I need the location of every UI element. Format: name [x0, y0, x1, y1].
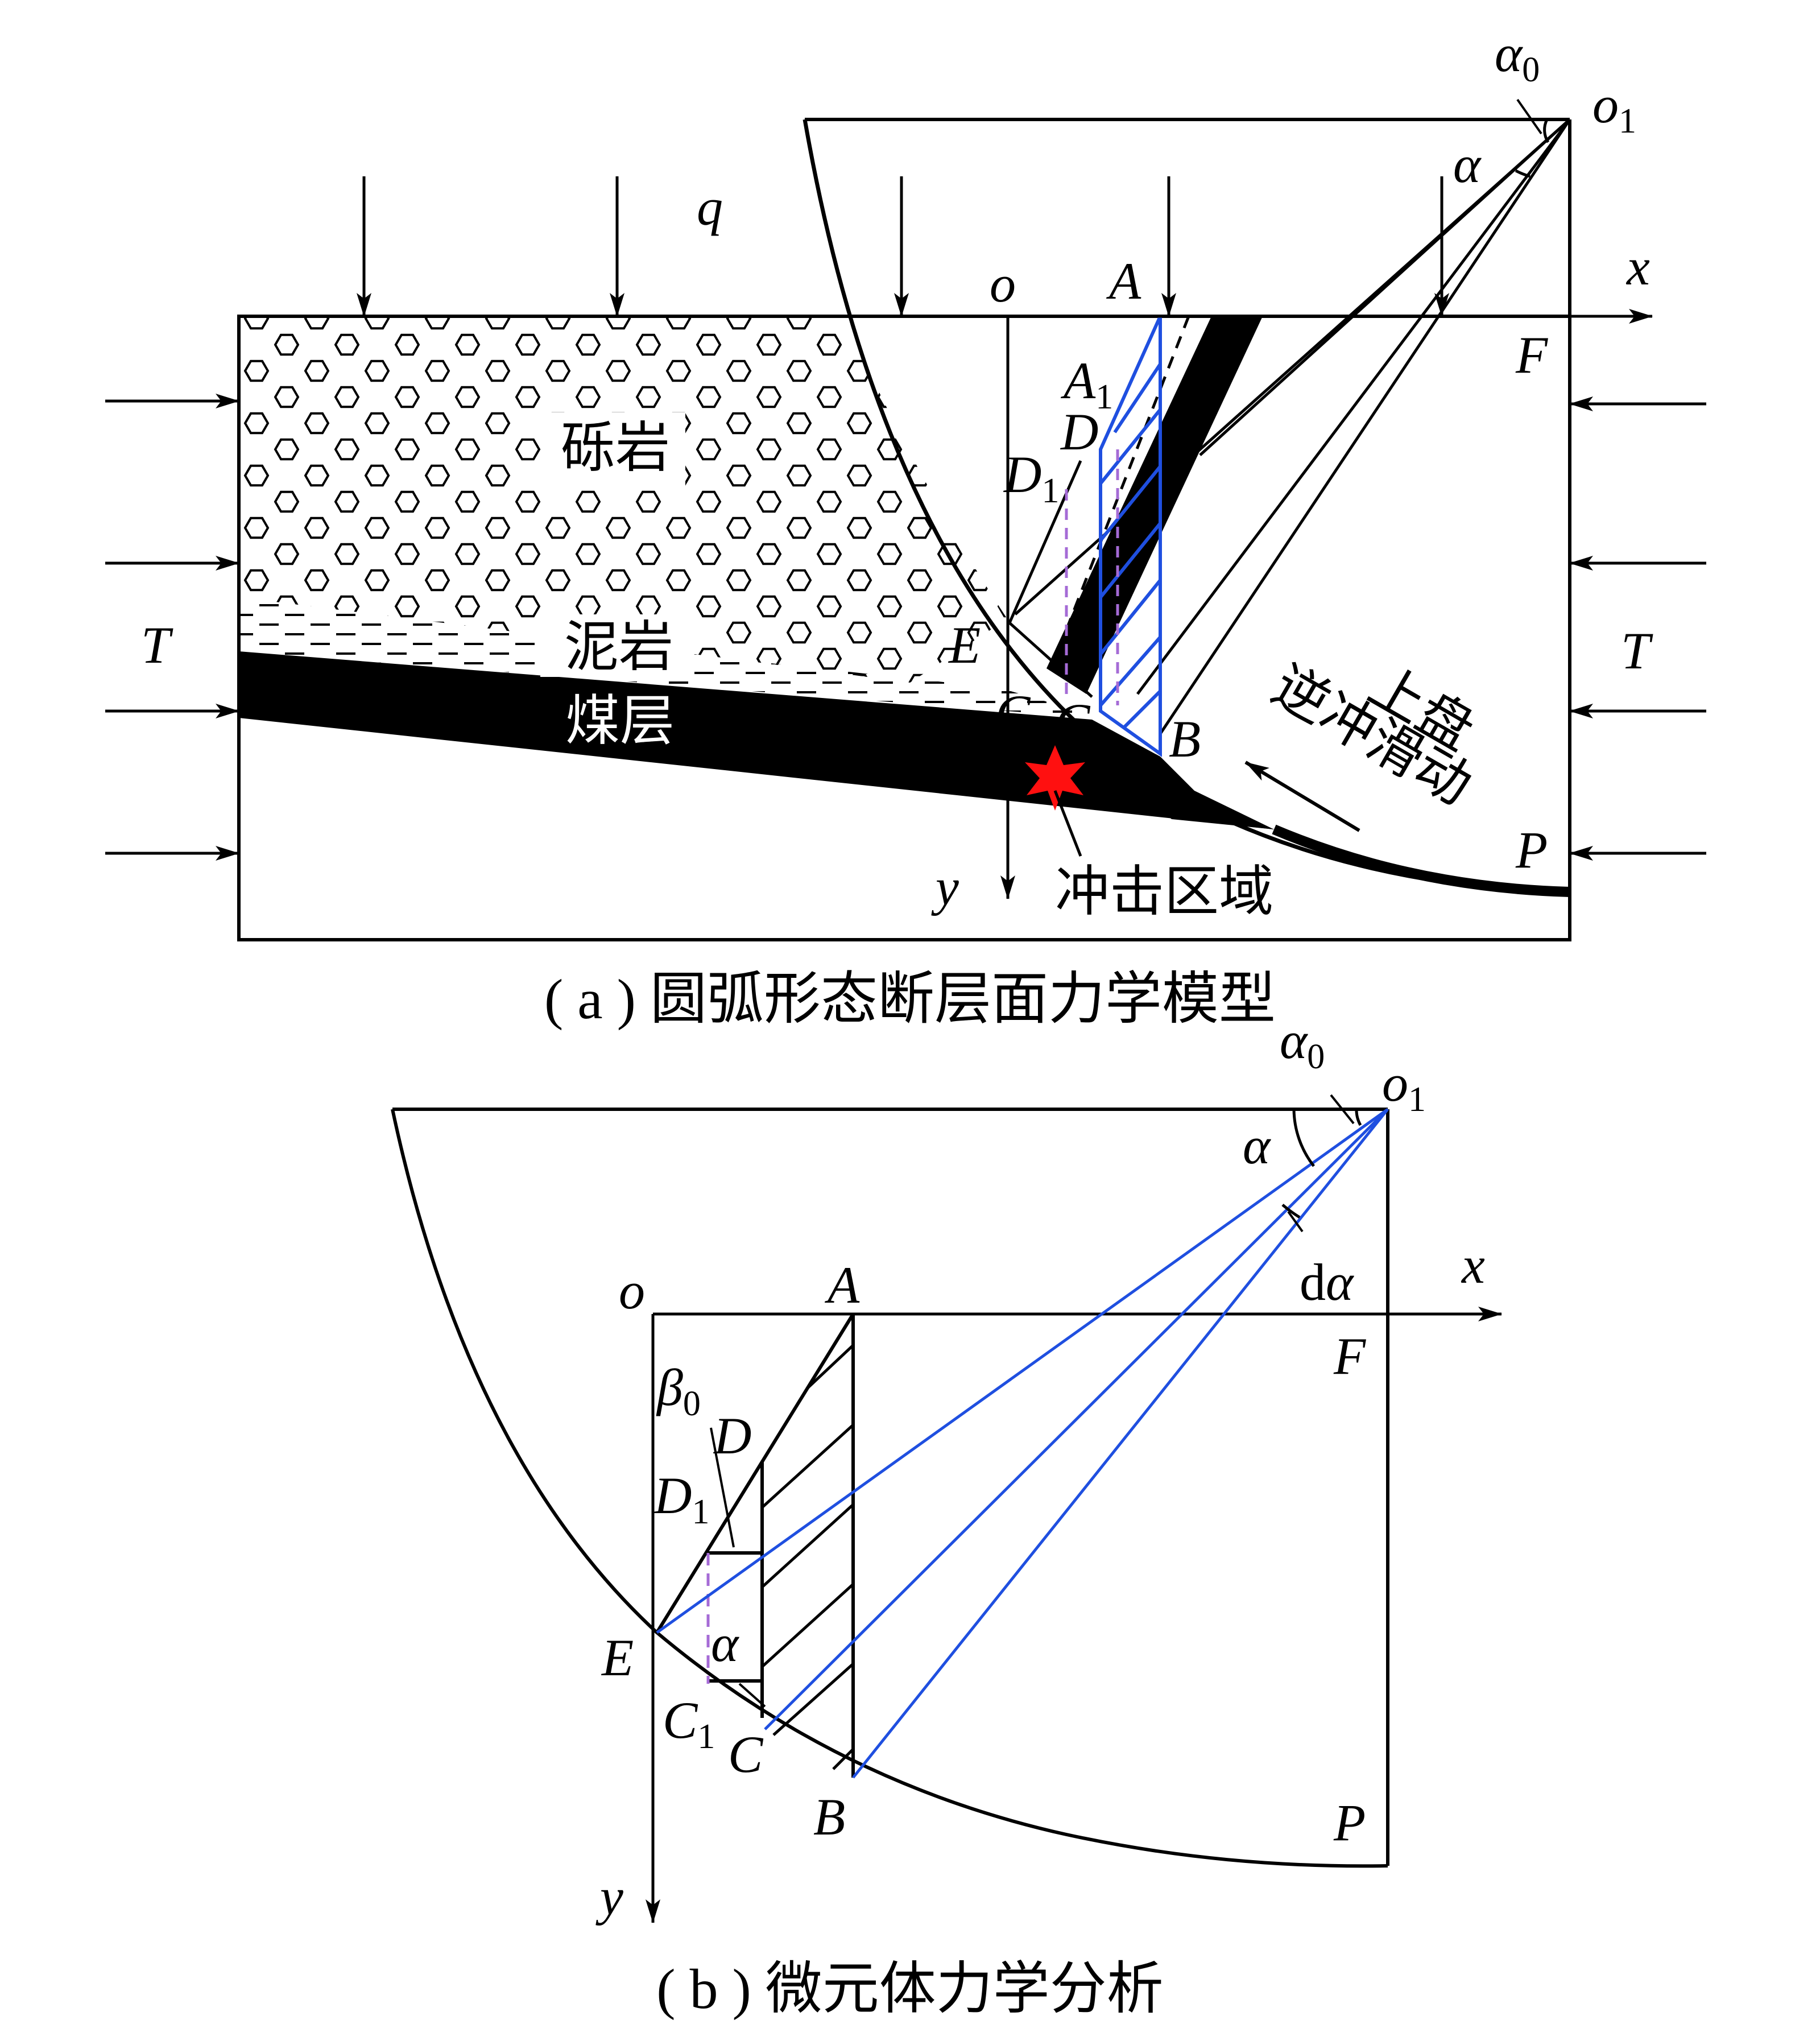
- label-impact: 冲击区域: [1055, 860, 1273, 923]
- label-A1-a: A1: [1060, 352, 1113, 416]
- label-B-a: B: [1169, 710, 1201, 768]
- label-beta0-b: β0: [656, 1358, 701, 1423]
- label-T-left: T: [141, 616, 173, 674]
- label-q: q: [697, 178, 723, 236]
- load-arrows-T-left: [105, 394, 239, 861]
- load-arrows-q: [357, 176, 1449, 317]
- label-B-b: B: [813, 1788, 845, 1846]
- label-o1-b: o1: [1382, 1054, 1426, 1119]
- label-D-a: D: [1060, 403, 1098, 461]
- panel-b: o1 α0 α dα o A x F β0 D D1 E α C1 C B P …: [391, 1011, 1502, 1926]
- label-o1-a: o1: [1592, 76, 1636, 141]
- label-C1-a: C1: [995, 684, 1048, 749]
- label-y-a: y: [931, 858, 959, 916]
- purple-dashes-a: [1065, 449, 1119, 705]
- alpha-arc-a: [1515, 169, 1531, 178]
- label-x-b: x: [1461, 1236, 1485, 1294]
- coal-label: 煤层: [565, 689, 675, 753]
- blue-element-a: [1099, 315, 1162, 757]
- label-D1-b: D1: [653, 1466, 709, 1531]
- label-C1-b: C1: [663, 1691, 715, 1756]
- radial-lines-a: [1014, 118, 1571, 735]
- label-P-b: P: [1333, 1794, 1366, 1852]
- label-A-b: A: [824, 1256, 860, 1314]
- conglomerate-label: 砾岩: [561, 416, 670, 480]
- line-E-D1: [1008, 460, 1082, 624]
- label-T-right: T: [1621, 622, 1653, 680]
- element-outline-b: [655, 1313, 855, 1778]
- thrust-arrow: [1244, 761, 1360, 832]
- label-F-a: F: [1515, 326, 1548, 384]
- label-alpha0-b: α0: [1280, 1011, 1325, 1076]
- line-E-C: [1008, 622, 1093, 698]
- caption-b: ( b ) 微元体力学分析: [656, 1957, 1164, 2021]
- label-alpha-small-b: α: [711, 1614, 739, 1672]
- coal-drag-zone: [1082, 749, 1274, 829]
- label-E-a: E: [948, 616, 981, 674]
- label-alpha0-a: α0: [1495, 24, 1540, 89]
- label-alpha-a: α: [1453, 135, 1482, 193]
- conglomerate-label-bg: [543, 412, 685, 489]
- dashed-fault-line: [1062, 316, 1190, 638]
- label-y-b: y: [595, 1868, 623, 1926]
- caption-a: ( a ) 圆弧形态断层面力学模型: [544, 968, 1276, 1031]
- alpha-small-leader-b: [738, 1683, 766, 1708]
- coal-seam: [239, 651, 1274, 829]
- impact-star: [1025, 745, 1085, 811]
- label-D1-a: D1: [1003, 445, 1059, 510]
- label-B1-a: B1: [1098, 755, 1147, 820]
- alpha-arc-b: [1292, 1109, 1315, 1167]
- label-F-b: F: [1333, 1327, 1366, 1385]
- label-A-a: A: [1106, 252, 1141, 310]
- beta0-leader-b: [710, 1427, 735, 1548]
- mudstone-label-bg: [540, 614, 694, 677]
- alpha0-arc-b: [1355, 1109, 1362, 1126]
- label-P-a: P: [1515, 821, 1548, 879]
- blue-radials-b: [656, 1108, 1389, 1779]
- label-D-b: D: [713, 1407, 751, 1465]
- label-origin-b: o: [619, 1262, 645, 1320]
- alpha0-leader-b: [1330, 1094, 1355, 1125]
- impact-leader: [1053, 790, 1082, 857]
- label-C-b: C: [728, 1725, 764, 1783]
- label-dalpha-b: dα: [1300, 1253, 1354, 1311]
- conglomerate-layer: [239, 316, 1007, 683]
- label-x-a: x: [1625, 238, 1650, 296]
- alpha0-leader-a: [1516, 98, 1542, 135]
- label-origin-a: o: [990, 255, 1016, 313]
- load-arrows-T-right: [1569, 396, 1706, 861]
- mudstone-label: 泥岩: [564, 615, 673, 679]
- fault-arc-a-thick: [1272, 824, 1570, 897]
- dalpha-arc-b: [1281, 1204, 1301, 1219]
- label-alpha-b: α: [1243, 1117, 1271, 1175]
- label-C-a: C: [1055, 693, 1091, 751]
- fault-arc-b: [391, 1109, 1388, 1868]
- label-E-b: E: [601, 1629, 634, 1687]
- alpha0-arc-a: [1543, 118, 1550, 143]
- dalpha-leader-b: [1287, 1210, 1304, 1233]
- hatching-b: [761, 1344, 854, 1770]
